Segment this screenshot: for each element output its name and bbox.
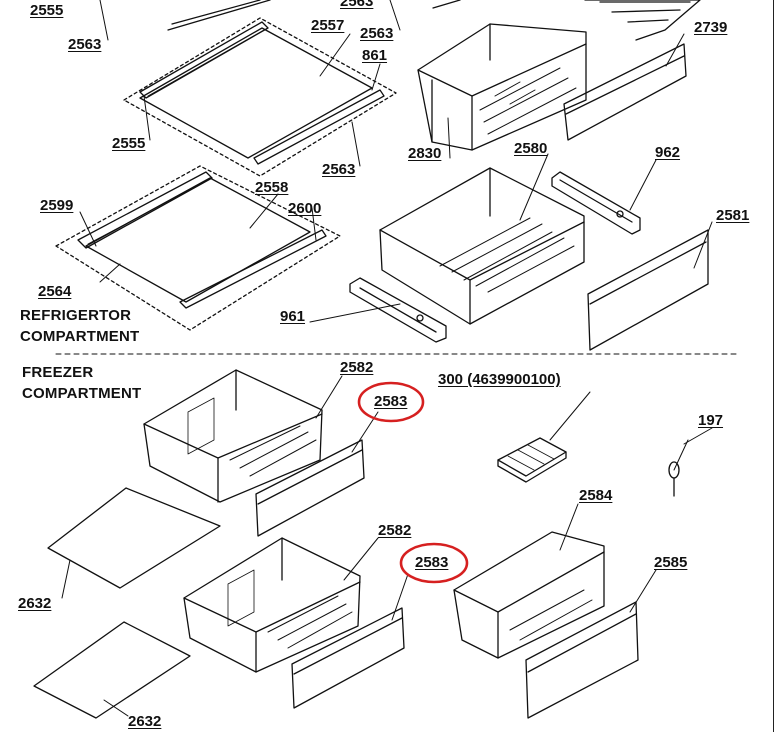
freezer-label-line2: COMPARTMENT bbox=[22, 385, 142, 402]
freezer-drawer-2584 bbox=[453, 531, 605, 659]
glass-panel-2632-upper bbox=[47, 487, 221, 589]
part-label-961: 961 bbox=[280, 308, 306, 325]
part-label-2557: 2557 bbox=[311, 17, 345, 34]
part-label-2555-top: 2555 bbox=[30, 2, 64, 19]
part-label-2583-b: 2583 bbox=[415, 554, 449, 571]
ice-tray-300 bbox=[497, 437, 567, 483]
part-label-2600: 2600 bbox=[288, 200, 322, 217]
leader-lines bbox=[61, 0, 713, 717]
glass-shelf-2557 bbox=[123, 17, 397, 177]
part-label-2582-b: 2582 bbox=[378, 522, 412, 539]
glass-panel-2632-lower bbox=[33, 621, 191, 719]
part-label-2563-mid: 2563 bbox=[360, 25, 394, 42]
part-label-2632-b: 2632 bbox=[128, 713, 162, 730]
drawer-front-2739 bbox=[563, 43, 687, 141]
freezer-basket-lower bbox=[183, 537, 361, 673]
freezer-basket-upper bbox=[143, 369, 323, 503]
part-label-2830: 2830 bbox=[408, 145, 442, 162]
top-shelf-partial bbox=[167, 0, 701, 41]
highlight-circle-2583-upper bbox=[357, 381, 425, 423]
part-label-197: 197 bbox=[698, 412, 724, 429]
slide-rail-962 bbox=[551, 171, 641, 235]
part-label-2581: 2581 bbox=[716, 207, 750, 224]
part-label-2632-a: 2632 bbox=[18, 595, 52, 612]
part-label-2564: 2564 bbox=[38, 283, 72, 300]
part-label-962: 962 bbox=[655, 144, 681, 161]
freezer-label-line1: FREEZER bbox=[22, 364, 94, 381]
part-label-2582-a: 2582 bbox=[340, 359, 374, 376]
glass-shelf-2558 bbox=[55, 165, 341, 331]
part-label-2563-a: 2563 bbox=[68, 36, 102, 53]
part-label-2584: 2584 bbox=[579, 487, 613, 504]
part-label-2583-a: 2583 bbox=[374, 393, 408, 410]
freezer-drawer-front-upper bbox=[255, 439, 365, 537]
crisper-drawer-2580 bbox=[379, 167, 585, 325]
refrigerator-section-label: REFRIGERTOR COMPARTMENT bbox=[20, 305, 139, 347]
part-label-2599: 2599 bbox=[40, 197, 74, 214]
refrigerator-label-line2: COMPARTMENT bbox=[20, 328, 140, 345]
drawer-front-2581 bbox=[587, 229, 709, 351]
freezer-drawer-front-lower bbox=[291, 607, 405, 709]
part-label-861: 861 bbox=[362, 47, 388, 64]
part-label-2558: 2558 bbox=[255, 179, 289, 196]
part-label-2563-top: 2563 bbox=[340, 0, 374, 10]
part-label-2563-b: 2563 bbox=[322, 161, 356, 178]
part-label-2739: 2739 bbox=[694, 19, 728, 36]
slide-rail-961 bbox=[349, 277, 447, 343]
highlight-circle-2583-lower bbox=[399, 542, 469, 584]
freezer-section-label: FREEZER COMPARTMENT bbox=[22, 362, 141, 404]
part-label-300: 300 (4639900100) bbox=[438, 371, 561, 388]
part-label-2555: 2555 bbox=[112, 135, 146, 152]
drawer-front-2585 bbox=[525, 601, 639, 719]
part-label-2585: 2585 bbox=[654, 554, 688, 571]
pin-197 bbox=[668, 439, 689, 497]
crisper-drawer-2830 bbox=[417, 23, 587, 151]
part-label-2580: 2580 bbox=[514, 140, 548, 157]
refrigerator-label-line1: REFRIGERTOR bbox=[20, 307, 132, 324]
